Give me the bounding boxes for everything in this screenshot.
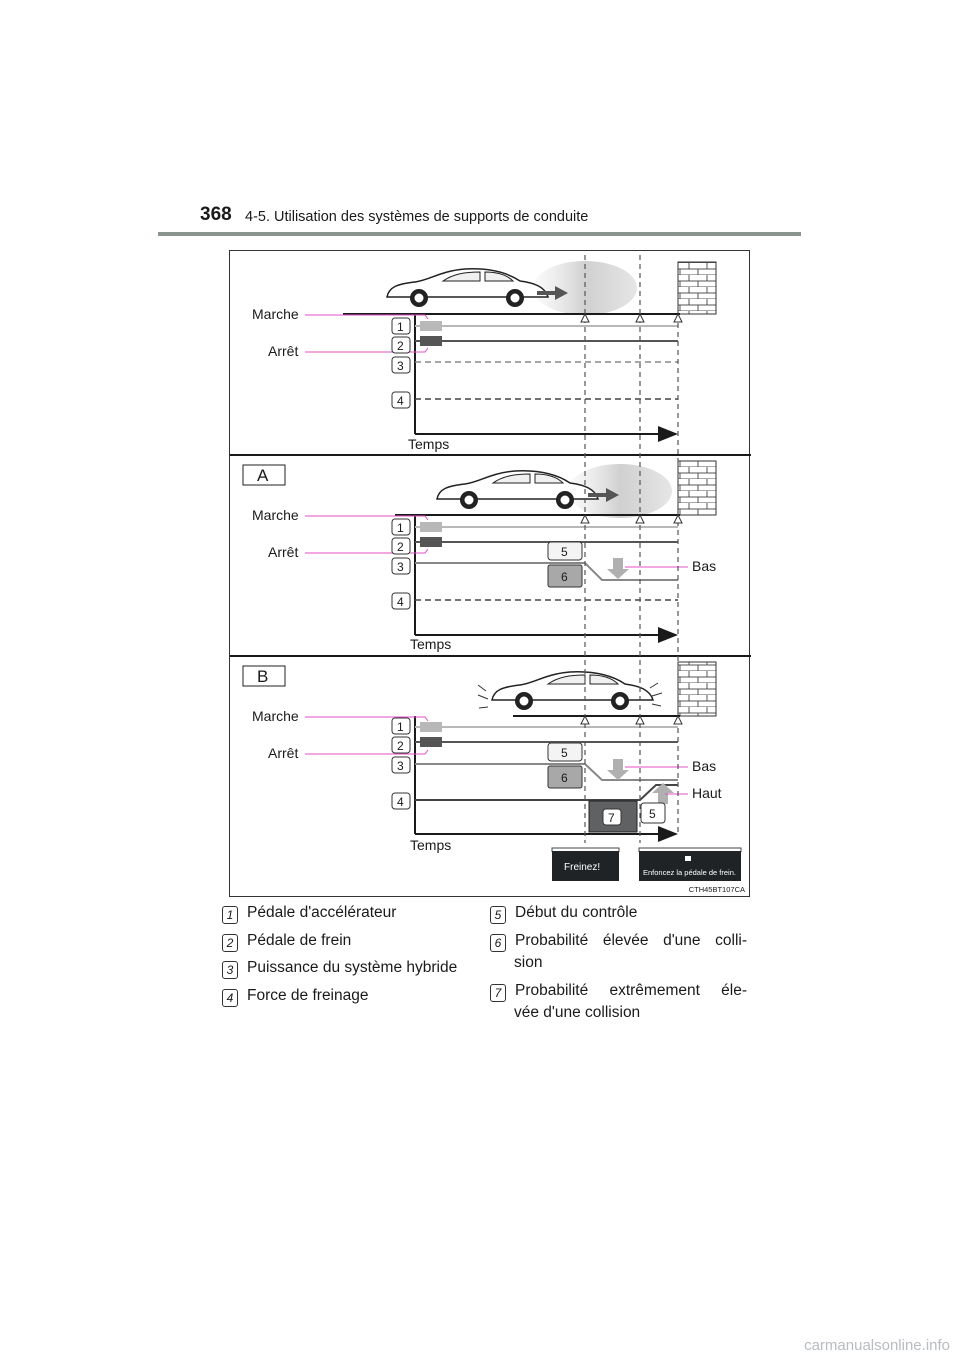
panel-a: A Marche Arrêt Bas Temps bbox=[242, 460, 717, 652]
panel-normal: Marche Arrêt Temps bbox=[252, 261, 717, 452]
number-markers: 1 2 3 4 1 2 3 4 1 2 3 4 5 6 5 6 7 5 bbox=[391, 317, 666, 826]
figure-code: CTH45BT107CA bbox=[688, 885, 745, 894]
svg-text:7: 7 bbox=[608, 811, 615, 825]
label-marche: Marche bbox=[252, 306, 299, 322]
label-marche: Marche bbox=[252, 708, 299, 724]
svg-text:5: 5 bbox=[561, 545, 568, 559]
panel-label-a: A bbox=[257, 466, 269, 485]
svg-text:1: 1 bbox=[397, 720, 404, 734]
svg-text:3: 3 bbox=[397, 359, 404, 373]
timing-diagram: Marche Arrêt Temps A Marche Arrêt Bas Te… bbox=[229, 250, 751, 897]
label-temps: Temps bbox=[410, 837, 451, 853]
svg-text:1: 1 bbox=[397, 521, 404, 535]
svg-text:4: 4 bbox=[397, 595, 404, 609]
page-number: 368 bbox=[200, 204, 232, 225]
label-arret: Arrêt bbox=[268, 544, 298, 560]
section-title: 4-5. Utilisation des systèmes de support… bbox=[245, 209, 589, 225]
timeline-triangles bbox=[580, 312, 683, 725]
label-temps: Temps bbox=[408, 436, 449, 452]
display-enfoncez: Enfoncez la pédale de frein. bbox=[643, 868, 736, 877]
legend-item-6-cont: sion bbox=[514, 954, 543, 971]
label-haut: Haut bbox=[692, 785, 722, 801]
svg-text:4: 4 bbox=[397, 394, 404, 408]
panel-b: B Marche Arrêt Bas Haut Temps bbox=[242, 661, 722, 853]
svg-text:2: 2 bbox=[397, 540, 404, 554]
svg-text:5: 5 bbox=[649, 807, 656, 821]
legend-item-7-cont: vée d'une collision bbox=[514, 1004, 641, 1021]
svg-text:1: 1 bbox=[397, 320, 404, 334]
label-arret: Arrêt bbox=[268, 343, 298, 359]
label-temps: Temps bbox=[410, 636, 451, 652]
watermark: carmanualsonline.info bbox=[804, 1337, 950, 1354]
timeline-guides bbox=[584, 255, 679, 843]
label-bas: Bas bbox=[692, 558, 716, 574]
display-freinez: Freinez! bbox=[564, 862, 600, 873]
svg-text:3: 3 bbox=[397, 560, 404, 574]
svg-text:2: 2 bbox=[397, 739, 404, 753]
label-arret: Arrêt bbox=[268, 745, 298, 761]
svg-text:2: 2 bbox=[397, 339, 404, 353]
header-rule bbox=[158, 232, 801, 236]
label-marche: Marche bbox=[252, 507, 299, 523]
panel-label-b: B bbox=[257, 667, 268, 686]
display-messages: Freinez! Enfoncez la pédale de frein. bbox=[551, 847, 742, 881]
svg-text:4: 4 bbox=[397, 795, 404, 809]
svg-text:6: 6 bbox=[561, 570, 568, 584]
svg-text:3: 3 bbox=[397, 759, 404, 773]
svg-text:6: 6 bbox=[561, 771, 568, 785]
label-bas: Bas bbox=[692, 758, 716, 774]
svg-text:5: 5 bbox=[561, 746, 568, 760]
